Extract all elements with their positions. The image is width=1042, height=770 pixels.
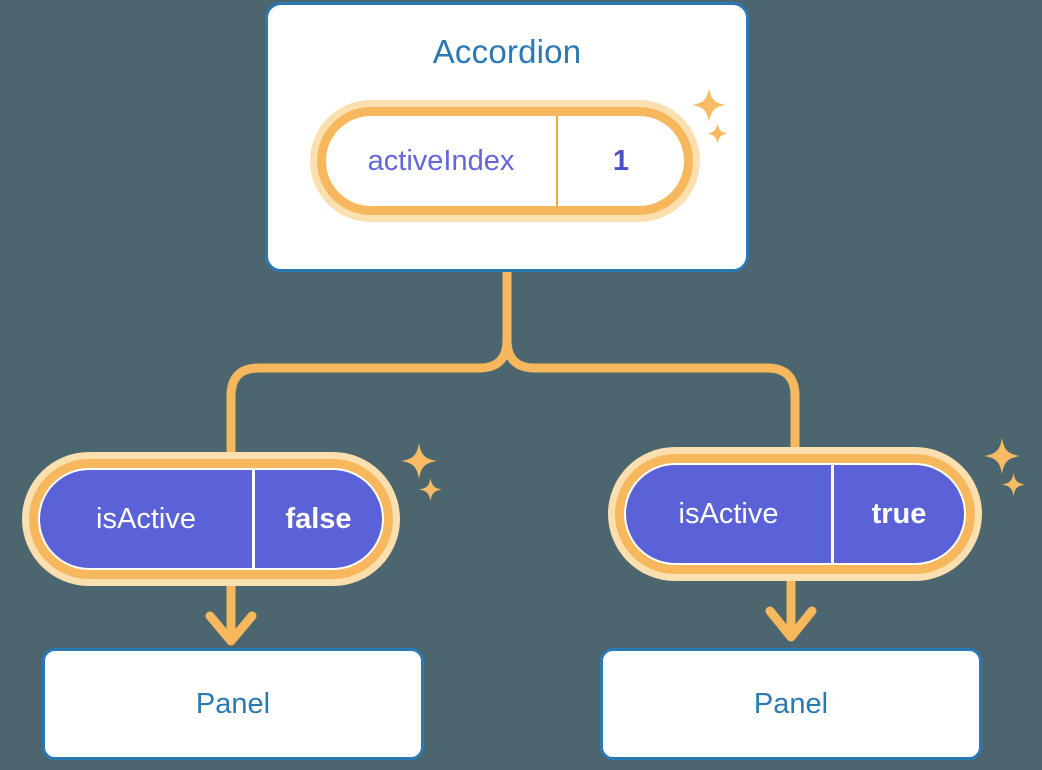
sparkle-large-icon xyxy=(984,438,1020,474)
prop-pill-is-active-left[interactable]: isActive false xyxy=(22,452,400,586)
panel-label-right: Panel xyxy=(753,687,829,720)
arrow-head-left-icon xyxy=(205,611,257,646)
state-pill-active-index[interactable]: activeIndex 1 xyxy=(310,100,700,222)
prop-pill-key-left: isActive xyxy=(40,470,255,568)
panel-card-right[interactable]: Panel xyxy=(600,648,982,760)
panel-card-left[interactable]: Panel xyxy=(42,648,424,760)
state-pill-value: 1 xyxy=(612,144,630,177)
sparkle-small-icon xyxy=(419,478,442,501)
state-pill-key: activeIndex xyxy=(326,116,558,206)
panel-label-left: Panel xyxy=(195,687,271,720)
prop-pill-is-active-right[interactable]: isActive true xyxy=(608,447,982,581)
sparkle-large-icon xyxy=(692,88,726,122)
prop-pill-value-left: false xyxy=(285,502,352,535)
prop-pill-ring-right: isActive true xyxy=(615,454,975,574)
state-pill-body: activeIndex 1 xyxy=(326,116,684,206)
prop-pill-value-right: true xyxy=(871,497,927,530)
prop-pill-key-right: isActive xyxy=(626,465,834,563)
prop-pill-ring-left: isActive false xyxy=(29,459,393,579)
sparkle-small-icon xyxy=(707,123,728,144)
sparkle-small-icon xyxy=(1002,473,1025,496)
sparkle-large-icon xyxy=(401,443,437,479)
connector-branch-left xyxy=(226,335,512,457)
state-pill-ring: activeIndex 1 xyxy=(317,107,693,215)
prop-pill-body-right: isActive true xyxy=(624,463,966,565)
prop-pill-body-left: isActive false xyxy=(38,468,384,570)
connector-branch-right xyxy=(502,335,800,452)
accordion-title: Accordion xyxy=(432,33,582,70)
arrow-head-right-icon xyxy=(765,606,817,642)
